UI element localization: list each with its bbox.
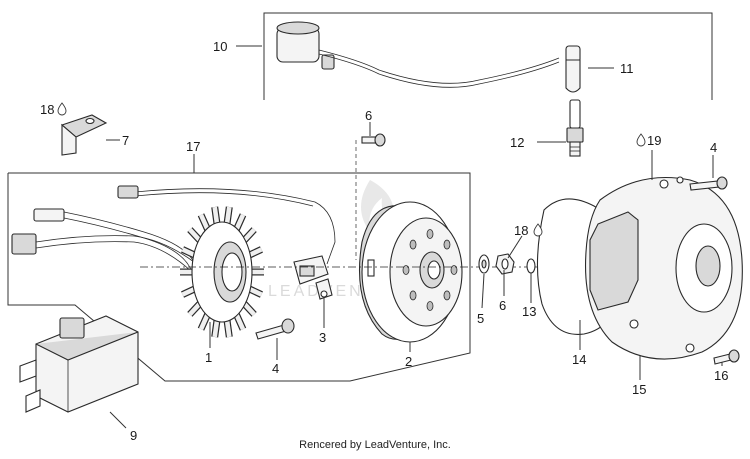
- stator-harness: [11, 185, 336, 273]
- callout-2: 2: [405, 354, 412, 369]
- callout-8: 7: [122, 133, 129, 148]
- stator-tooth: [212, 318, 220, 338]
- callout-13: 13: [522, 304, 536, 319]
- cdi-module: [19, 315, 139, 413]
- flywheel-bolt: [355, 133, 386, 260]
- callout-10: 10: [213, 39, 227, 54]
- stator-tooth: [233, 213, 246, 232]
- callout-6: 6: [499, 298, 506, 313]
- stator-tooth: [224, 206, 232, 226]
- callout-labels: 10 11 12 18 7 17 6 19 4 18 1 2 3 4 5 6 1…: [40, 39, 728, 443]
- callout-14: 14: [572, 352, 586, 367]
- flywheel-hole: [443, 239, 451, 250]
- flywheel-hole: [402, 265, 410, 275]
- callout-12: 12: [510, 135, 524, 150]
- flywheel: [358, 201, 463, 343]
- callout-18-right: 19: [647, 133, 661, 148]
- coil-group-bracket: [263, 12, 713, 100]
- spark-plug-cap: [565, 45, 581, 93]
- washer: [478, 254, 490, 274]
- callout-4-lower: 4: [272, 361, 279, 376]
- callout-19: 18: [514, 223, 528, 238]
- callout-5: 5: [477, 311, 484, 326]
- flywheel-hole: [443, 290, 451, 301]
- callout-3: 3: [319, 330, 326, 345]
- footer-credit: Rencered by LeadVenture, Inc.: [299, 439, 451, 451]
- oil-drop-icon: [533, 223, 543, 237]
- stator-screw: [255, 318, 295, 340]
- callout-17: 16: [714, 368, 728, 383]
- callout-4-upper: 4: [710, 140, 717, 155]
- callout-11: 11: [620, 61, 634, 76]
- oil-drop-icon: [636, 133, 646, 147]
- flywheel-hole: [409, 239, 417, 250]
- stator-tooth: [224, 318, 232, 338]
- flywheel-hole: [426, 229, 434, 239]
- flywheel-hole: [426, 301, 434, 311]
- pickup-coil: [293, 255, 333, 300]
- stator: [180, 206, 264, 338]
- callout-7: 6: [365, 108, 372, 123]
- spark-plug: [566, 99, 584, 157]
- stator-group-bracket: [7, 172, 471, 382]
- cover-screw-lower: [713, 349, 740, 365]
- lock-washer: [526, 258, 536, 274]
- magneto-cover: [584, 176, 743, 360]
- callout-16: 17: [186, 139, 200, 154]
- stator-tooth: [198, 213, 211, 232]
- cover-screw-upper: [689, 176, 728, 191]
- wire-clamp: [60, 114, 108, 156]
- ignition-coil: [276, 21, 560, 88]
- stator-tooth: [212, 206, 220, 226]
- flywheel-nut: [495, 253, 515, 275]
- callout-15: 15: [632, 382, 646, 397]
- flywheel-hole: [409, 290, 417, 301]
- callout-18-left: 18: [40, 102, 54, 117]
- stator-tooth: [233, 312, 246, 331]
- oil-drop-icon: [57, 102, 67, 116]
- flywheel-hole: [450, 265, 458, 275]
- leader-lines: [106, 45, 723, 429]
- callout-9: 9: [130, 428, 137, 443]
- callout-1: 1: [205, 350, 212, 365]
- stator-tooth: [198, 312, 211, 331]
